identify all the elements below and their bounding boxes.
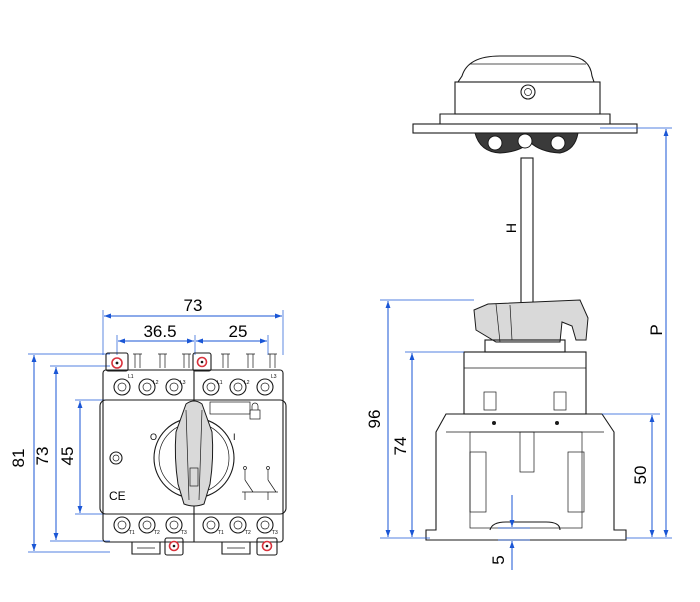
padlock-icon: [249, 402, 261, 420]
door-handle: [456, 55, 595, 83]
svg-text:L2: L2: [244, 380, 250, 386]
svg-text:L3: L3: [271, 374, 277, 380]
height-74-label: 74: [391, 437, 410, 456]
module-handle: [473, 299, 589, 343]
svg-text:L2: L2: [153, 380, 159, 386]
extension-shaft: [520, 157, 534, 309]
svg-text:T1: T1: [129, 530, 135, 536]
offset-5-label: 5: [489, 555, 508, 564]
height-body-label: 73: [33, 447, 52, 466]
width-total-label: 73: [184, 296, 203, 315]
handle-position-on: I: [233, 432, 236, 442]
svg-text:T2: T2: [154, 530, 160, 536]
width-left-label: 36.5: [143, 322, 176, 341]
bottom-terminal-labels: T1 T2 T3 T1 T2 T3: [129, 530, 278, 536]
svg-text:T2: T2: [245, 530, 251, 536]
shaft-length-label: H: [503, 223, 519, 233]
panel-depth-label: P: [647, 324, 666, 335]
height-96-label: 96: [365, 410, 384, 429]
earth-screw: [109, 451, 123, 465]
ce-mark: CE: [109, 489, 126, 503]
switch-base: [425, 413, 627, 541]
svg-text:T3: T3: [272, 530, 278, 536]
svg-text:T1: T1: [218, 530, 224, 536]
side-view: H P 96 74 50: [365, 55, 672, 570]
svg-text:T3: T3: [181, 530, 187, 536]
height-mount-label: 45: [58, 447, 77, 466]
width-right-label: 25: [229, 322, 248, 341]
handle-position-off: O: [150, 432, 157, 442]
top-terminal-screws: [113, 378, 274, 396]
front-view: 73 36.5 25 81 73 45: [9, 296, 287, 556]
switch-symbol-icon: [242, 466, 278, 500]
bottom-terminal-screws: [113, 516, 274, 534]
rotary-handle: O I: [150, 400, 236, 507]
height-total-label: 81: [9, 449, 28, 468]
switch-module: [463, 351, 587, 415]
svg-text:L1: L1: [217, 380, 223, 386]
height-50-label: 50: [631, 466, 650, 485]
top-terminal-labels: L1 L2 L3 L1 L2 L3: [128, 374, 277, 386]
svg-text:L3: L3: [180, 380, 186, 386]
door-plate: [412, 123, 638, 134]
svg-text:L1: L1: [128, 374, 134, 380]
